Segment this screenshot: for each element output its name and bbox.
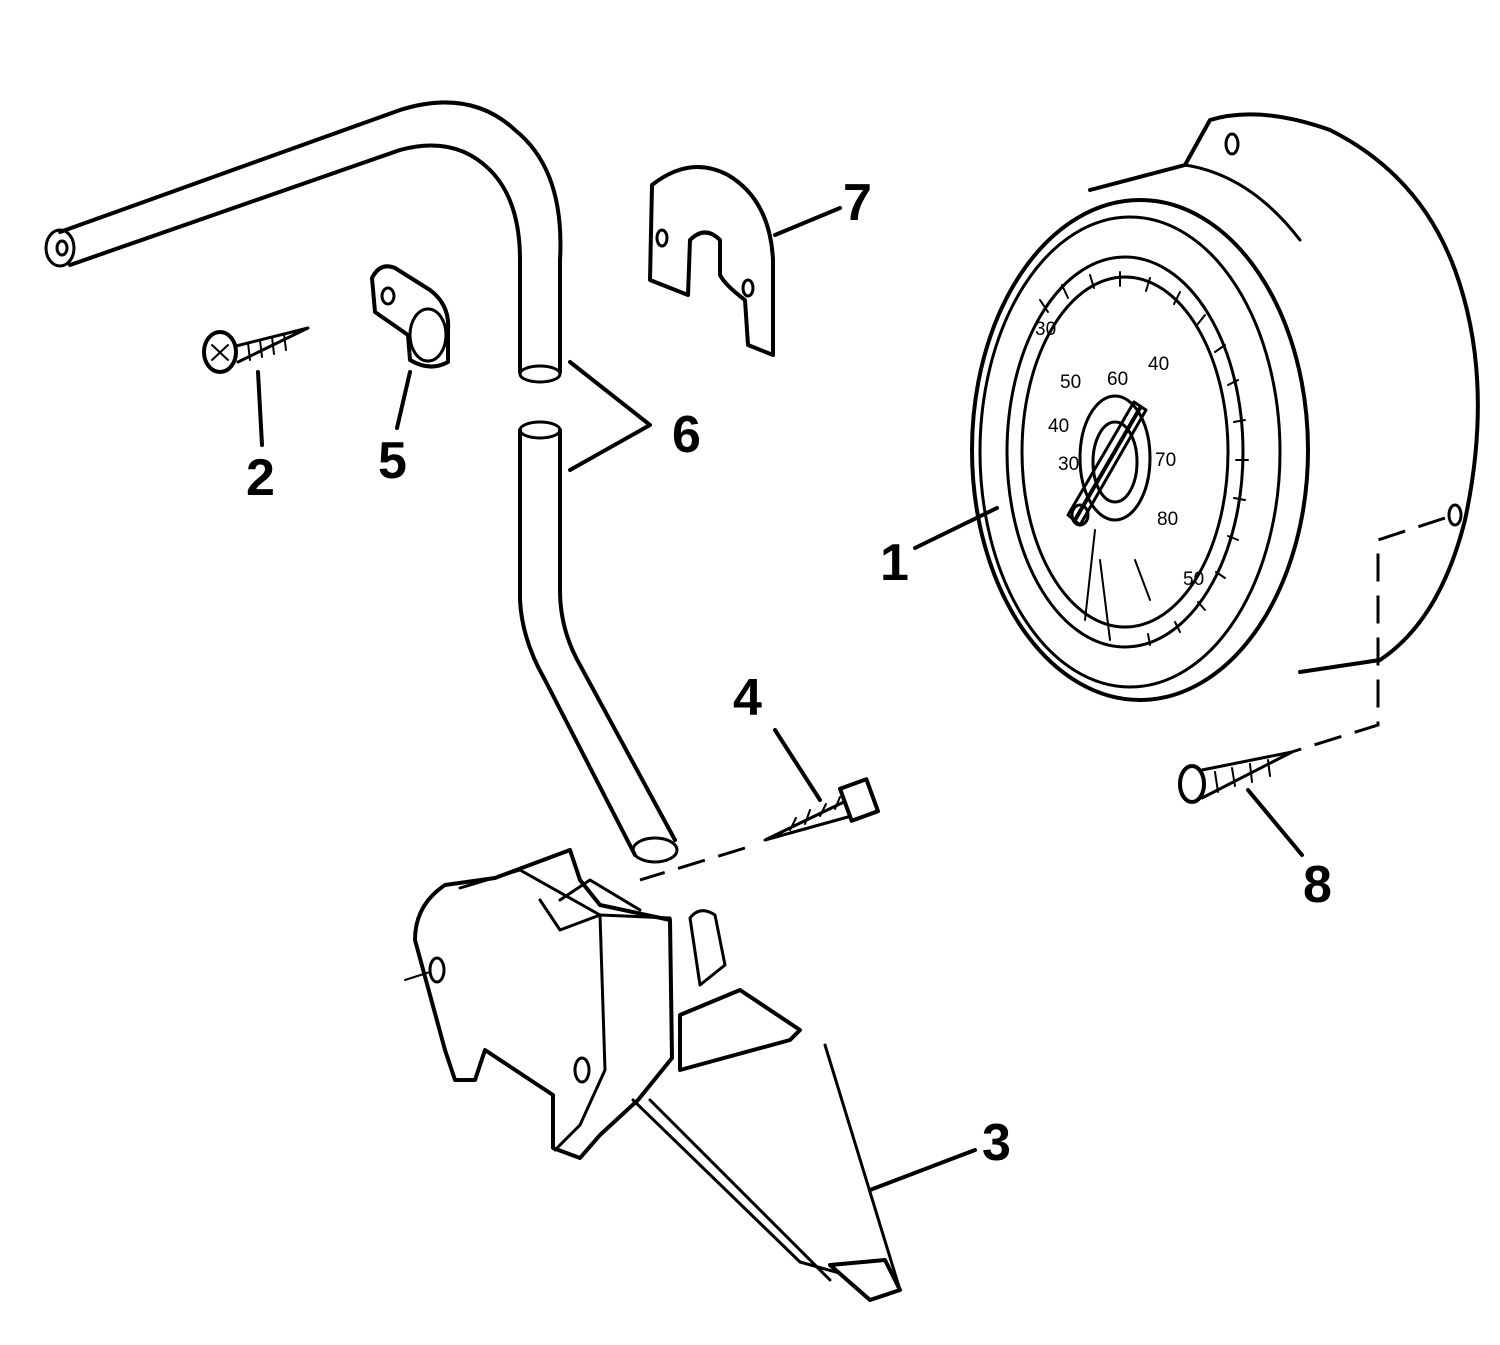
dial-label-50: 50	[1060, 372, 1081, 393]
callout-7: 7	[843, 174, 872, 232]
leader-1	[913, 506, 999, 550]
dial-label-70: 70	[1155, 450, 1176, 471]
part-8-screw	[1178, 750, 1294, 804]
callout-1: 1	[880, 534, 909, 592]
dial-label-50-outer: 50	[1183, 569, 1204, 590]
callout-2: 2	[246, 449, 275, 507]
part-1-gauge: 30 40 50 60 40 70 30 80 50	[970, 112, 1480, 757]
callout-3: 3	[982, 1114, 1011, 1172]
part-2-screw	[202, 326, 310, 374]
dial-label-30-inner: 30	[1058, 454, 1079, 475]
part-6-hose-upper	[44, 100, 563, 384]
leader-2	[256, 370, 264, 447]
leader-8	[1246, 788, 1304, 857]
part-6-hose-lower	[518, 420, 679, 864]
callout-4: 4	[733, 669, 762, 727]
dial-label-30: 30	[1035, 319, 1056, 340]
part-3-pickup-assembly	[404, 848, 902, 1302]
leader-lines	[256, 206, 1304, 1192]
callout-8: 8	[1303, 856, 1332, 914]
dial-label-80: 80	[1157, 509, 1178, 530]
leader-7	[773, 206, 842, 237]
leader-3	[868, 1148, 977, 1192]
dial-label-40-inner: 40	[1048, 416, 1069, 437]
part-5-hose-clip	[370, 264, 451, 369]
callout-6: 6	[672, 406, 701, 464]
leader-4	[773, 728, 822, 802]
leader-6	[568, 360, 652, 472]
part-7-bracket	[648, 165, 775, 357]
part-4-screw	[639, 777, 880, 882]
callout-5: 5	[378, 432, 407, 490]
dial-label-60: 60	[1107, 369, 1128, 390]
leader-5	[395, 370, 412, 430]
dial-label-40: 40	[1148, 354, 1169, 375]
